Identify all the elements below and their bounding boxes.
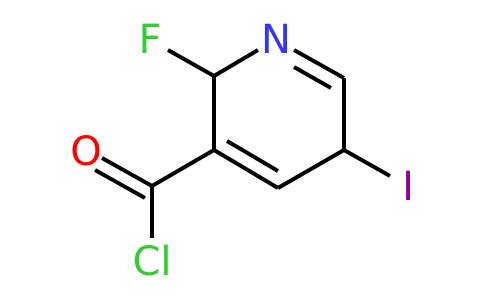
oxygen-label: O	[70, 129, 101, 175]
bond-c5-c4	[277, 148, 345, 190]
bond-c3-carbonyl	[150, 148, 216, 188]
bond-c4-c3-inner	[225, 139, 280, 173]
bond-n1-c6-inner	[293, 65, 332, 90]
chlorine-label: Cl	[132, 239, 171, 285]
bond-carbonyl-o-1	[101, 156, 153, 188]
bond-n1-c6	[293, 48, 345, 80]
bond-c2-f	[167, 48, 215, 78]
bond-c2-n1	[212, 48, 260, 78]
bond-carbonyl-o-2	[94, 168, 146, 200]
iodine-label: I	[402, 164, 414, 210]
nitrogen-label: N	[261, 17, 291, 63]
bond-c5-i	[343, 148, 391, 178]
bond-c4-c3	[212, 148, 280, 190]
fluorine-label: F	[138, 17, 161, 63]
